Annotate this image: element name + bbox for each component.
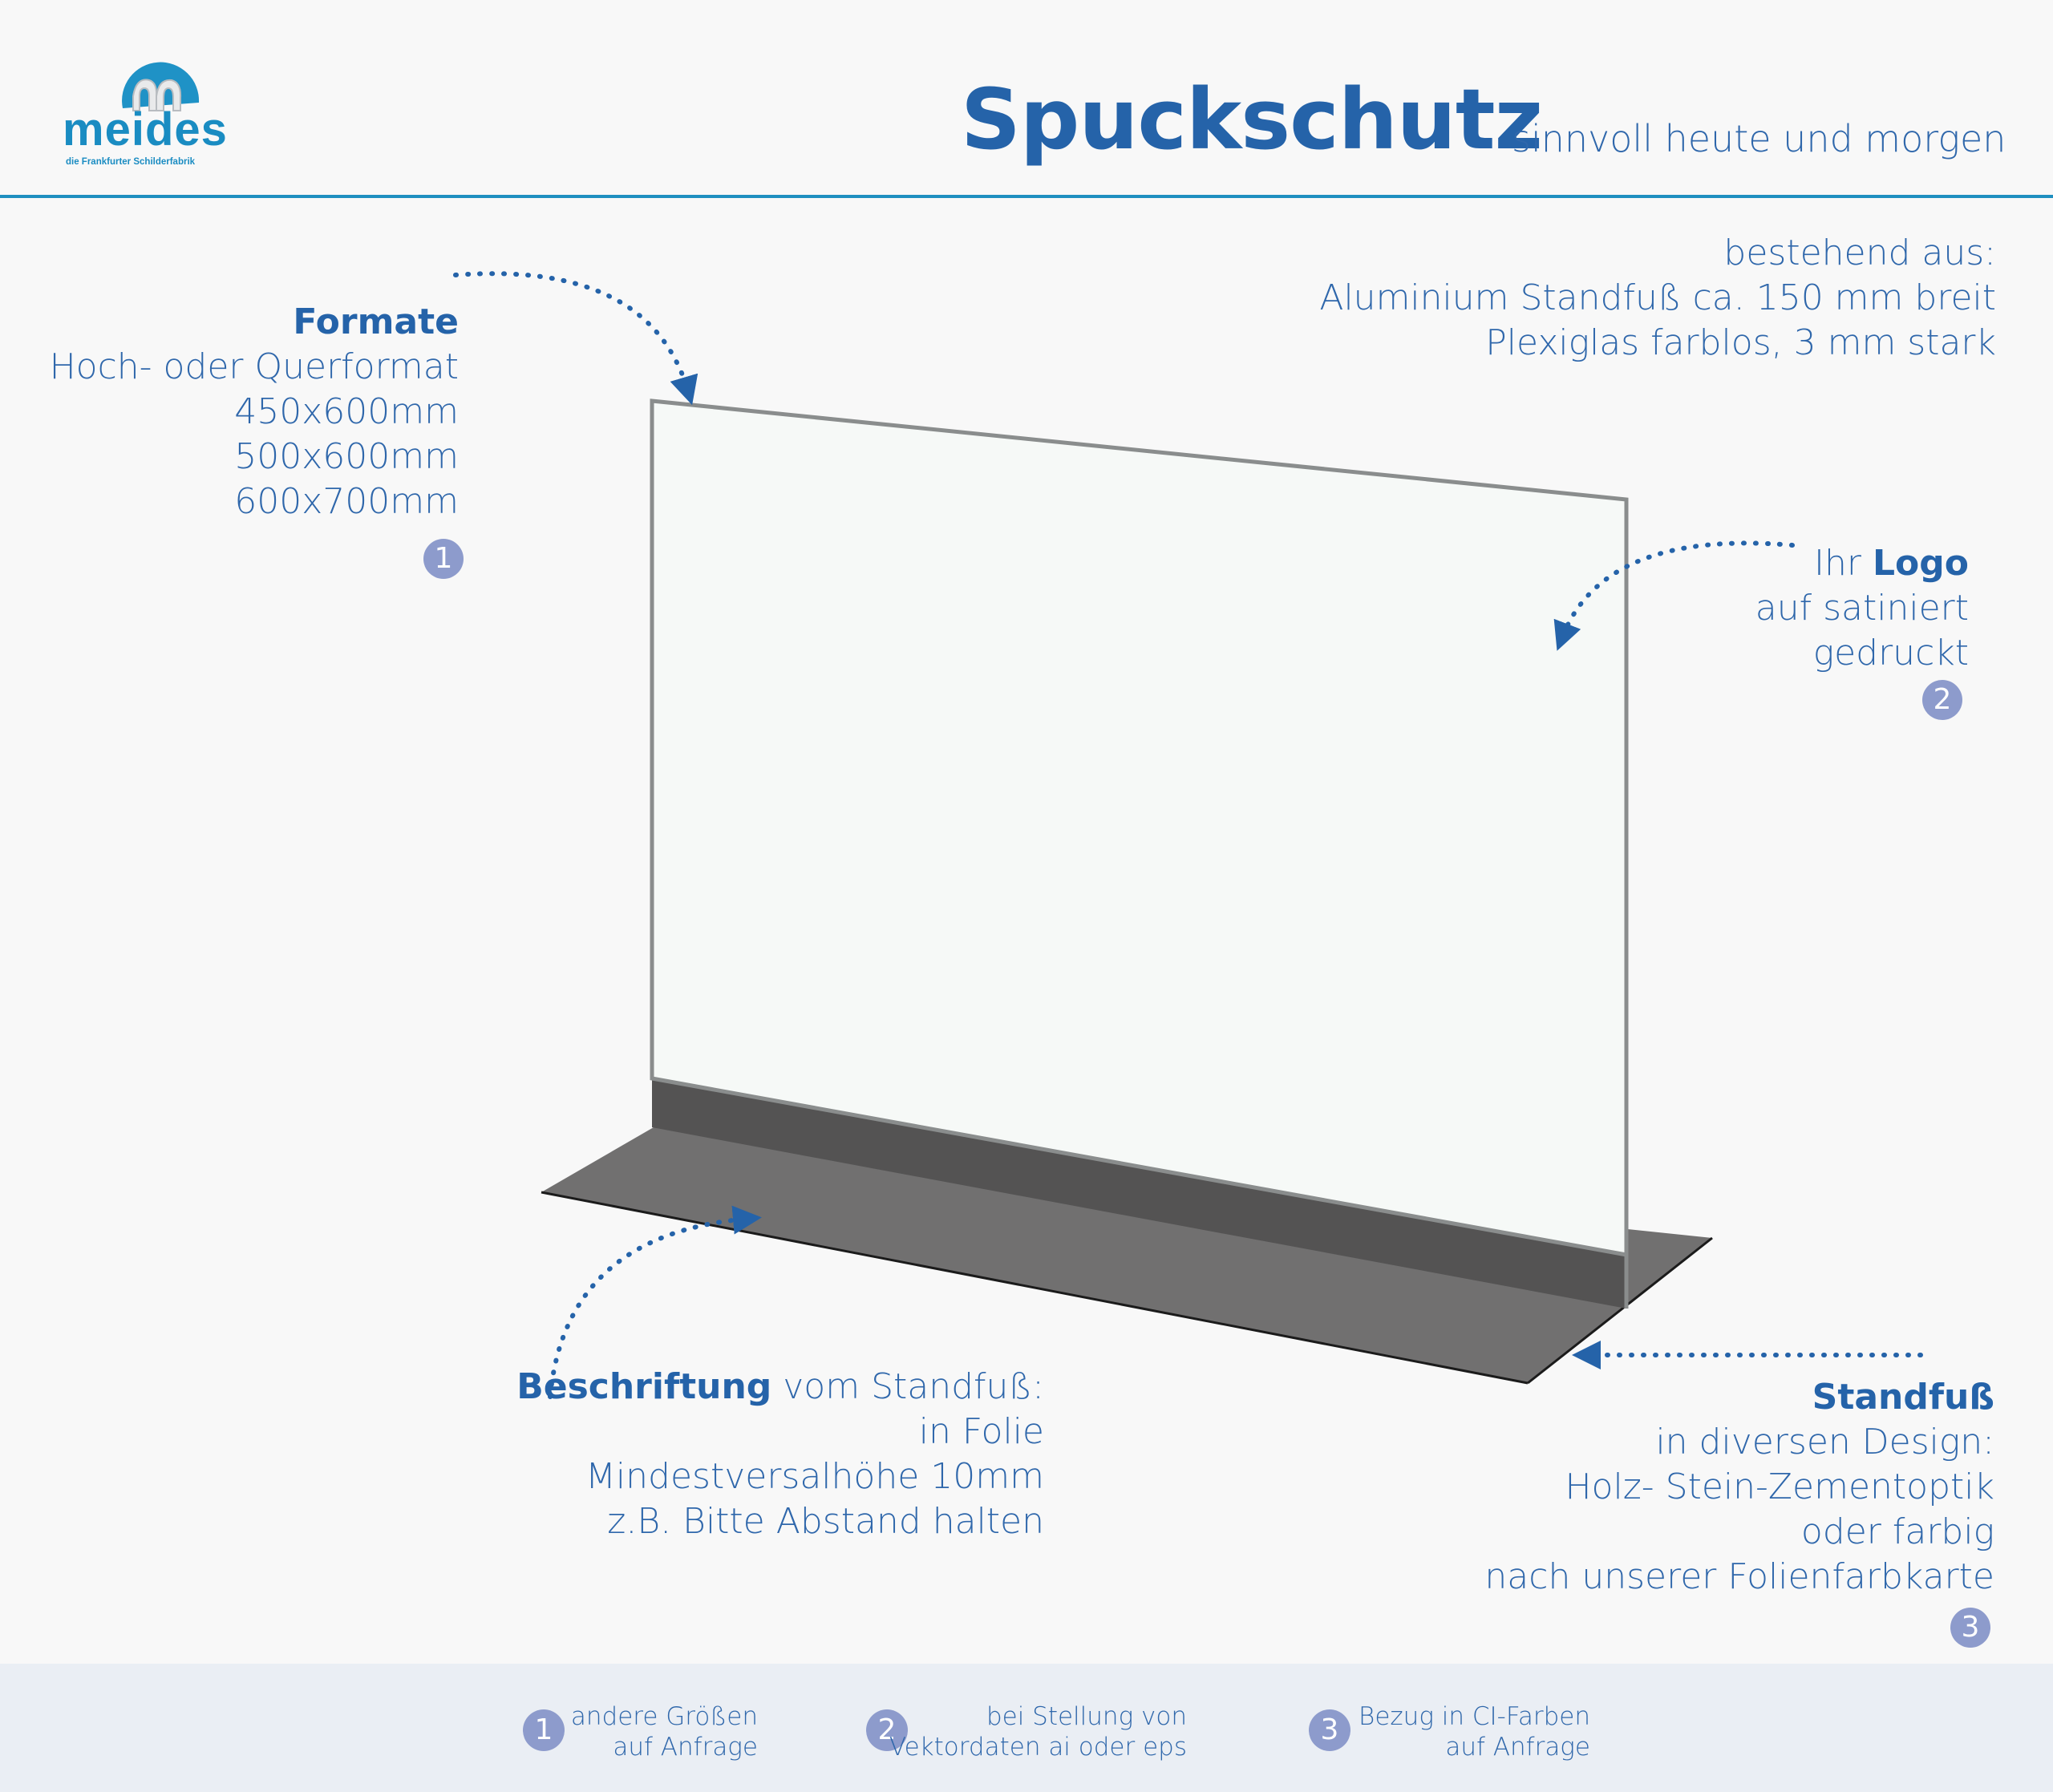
footer-notes: 1 andere Größen auf Anfrage 2 bei Stellu…	[0, 1664, 2053, 1792]
beschriftung-heading: Beschriftung vom Standfuß:	[516, 1365, 1044, 1410]
beschriftung-title: Beschriftung	[516, 1366, 772, 1407]
page-subtitle: sinnvoll heute und morgen	[1512, 117, 2006, 160]
logo-wordmark: meides	[63, 103, 228, 156]
footer-note-line: andere Größen	[570, 1702, 758, 1731]
page-title: Spuckschutz	[961, 71, 1543, 168]
clamp-profile	[652, 1078, 1626, 1309]
header-divider	[0, 195, 2053, 198]
composition-line: Plexiglas farblos, 3 mm stark	[1485, 322, 1996, 363]
footer-badge: 1	[523, 1709, 565, 1751]
standfuss-line: oder farbig	[1800, 1511, 1994, 1552]
beschriftung-line: z.B. Bitte Abstand halten	[607, 1501, 1044, 1542]
footer-note-line: auf Anfrage	[1445, 1733, 1590, 1762]
footer-note-line: Bezug in CI-Farben	[1359, 1702, 1590, 1731]
logo-arrow-icon	[1553, 540, 1795, 651]
logo-callout-heading: Ihr Logo	[1814, 541, 1969, 586]
logo-callout-title: Logo	[1873, 543, 1969, 584]
footer-note-line: auf Anfrage	[613, 1733, 758, 1762]
footer-badge: 2	[866, 1709, 908, 1751]
footer-badge: 3	[1309, 1709, 1350, 1751]
formate-line: 450x600mm	[234, 391, 459, 432]
footer-note-line: Vektordaten ai oder eps	[889, 1733, 1187, 1762]
standfuss-line: in diversen Design:	[1655, 1422, 1994, 1462]
beschriftung-suffix: vom Standfuß:	[783, 1366, 1044, 1407]
standfuss-line: Holz- Stein-Zementoptik	[1565, 1466, 1994, 1507]
composition-line: Aluminium Standfuß ca. 150 mm breit	[1319, 277, 1996, 318]
formate-line: 500x600mm	[234, 436, 459, 477]
beschriftung-line: Mindestversalhöhe 10mm	[585, 1456, 1044, 1497]
formate-arrow-icon	[453, 271, 699, 406]
formate-line: Hoch- oder Querformat	[49, 346, 459, 387]
standfuss-heading: Standfuß	[1812, 1377, 1994, 1418]
footer-note-line: bei Stellung von	[986, 1702, 1187, 1731]
logo-callout-line: gedruckt	[1812, 633, 1969, 674]
beschriftung-line: in Folie	[918, 1411, 1044, 1452]
footnote-badge-2: 2	[1922, 680, 1962, 720]
base-plate	[541, 1127, 1712, 1383]
footnote-badge-1: 1	[423, 539, 464, 579]
composition-heading: bestehend aus:	[1723, 233, 1996, 273]
standfuss-line: nach unserer Folienfarbkarte	[1484, 1556, 1994, 1597]
logo-callout-prefix: Ihr	[1814, 543, 1861, 584]
logo-tagline: die Frankfurter Schilderfabrik	[66, 157, 196, 167]
formate-heading: Formate	[293, 301, 459, 342]
formate-line: 600x700mm	[234, 481, 459, 522]
meides-logo-icon	[122, 62, 200, 111]
logo-callout-line: auf satiniert	[1755, 588, 1969, 629]
footnote-badge-3: 3	[1950, 1608, 1990, 1648]
